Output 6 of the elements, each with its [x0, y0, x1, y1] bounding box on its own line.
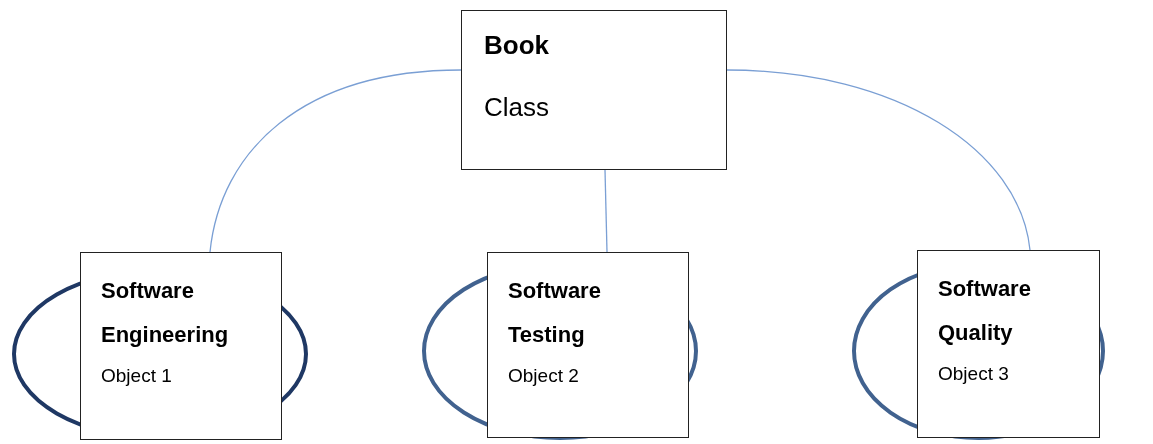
connector-line	[726, 69, 1031, 251]
subtitle-text: Class	[484, 91, 550, 123]
connector-line	[209, 69, 462, 253]
connector-line	[604, 169, 608, 253]
class-box	[461, 10, 727, 170]
title-text: Book	[484, 29, 550, 61]
